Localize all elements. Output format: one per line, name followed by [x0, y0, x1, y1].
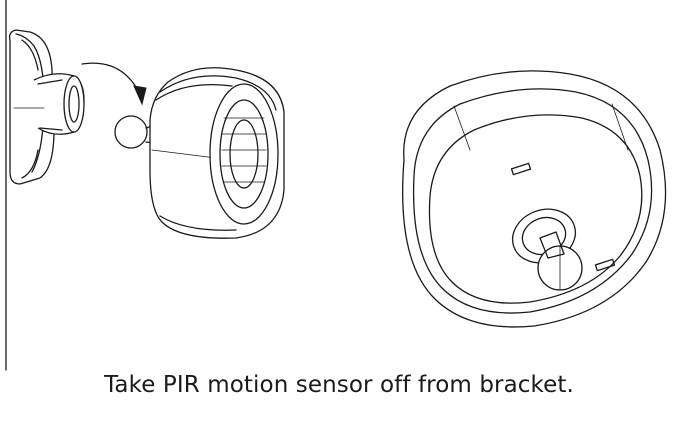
- sensor-back-view: [402, 70, 667, 328]
- ball-joint: [114, 115, 148, 149]
- curved-arrow-icon: [81, 62, 147, 106]
- wall-bracket: [8, 29, 85, 185]
- sensor-side-view: [149, 67, 285, 239]
- instruction-caption: Take PIR motion sensor off from bracket.: [104, 372, 574, 398]
